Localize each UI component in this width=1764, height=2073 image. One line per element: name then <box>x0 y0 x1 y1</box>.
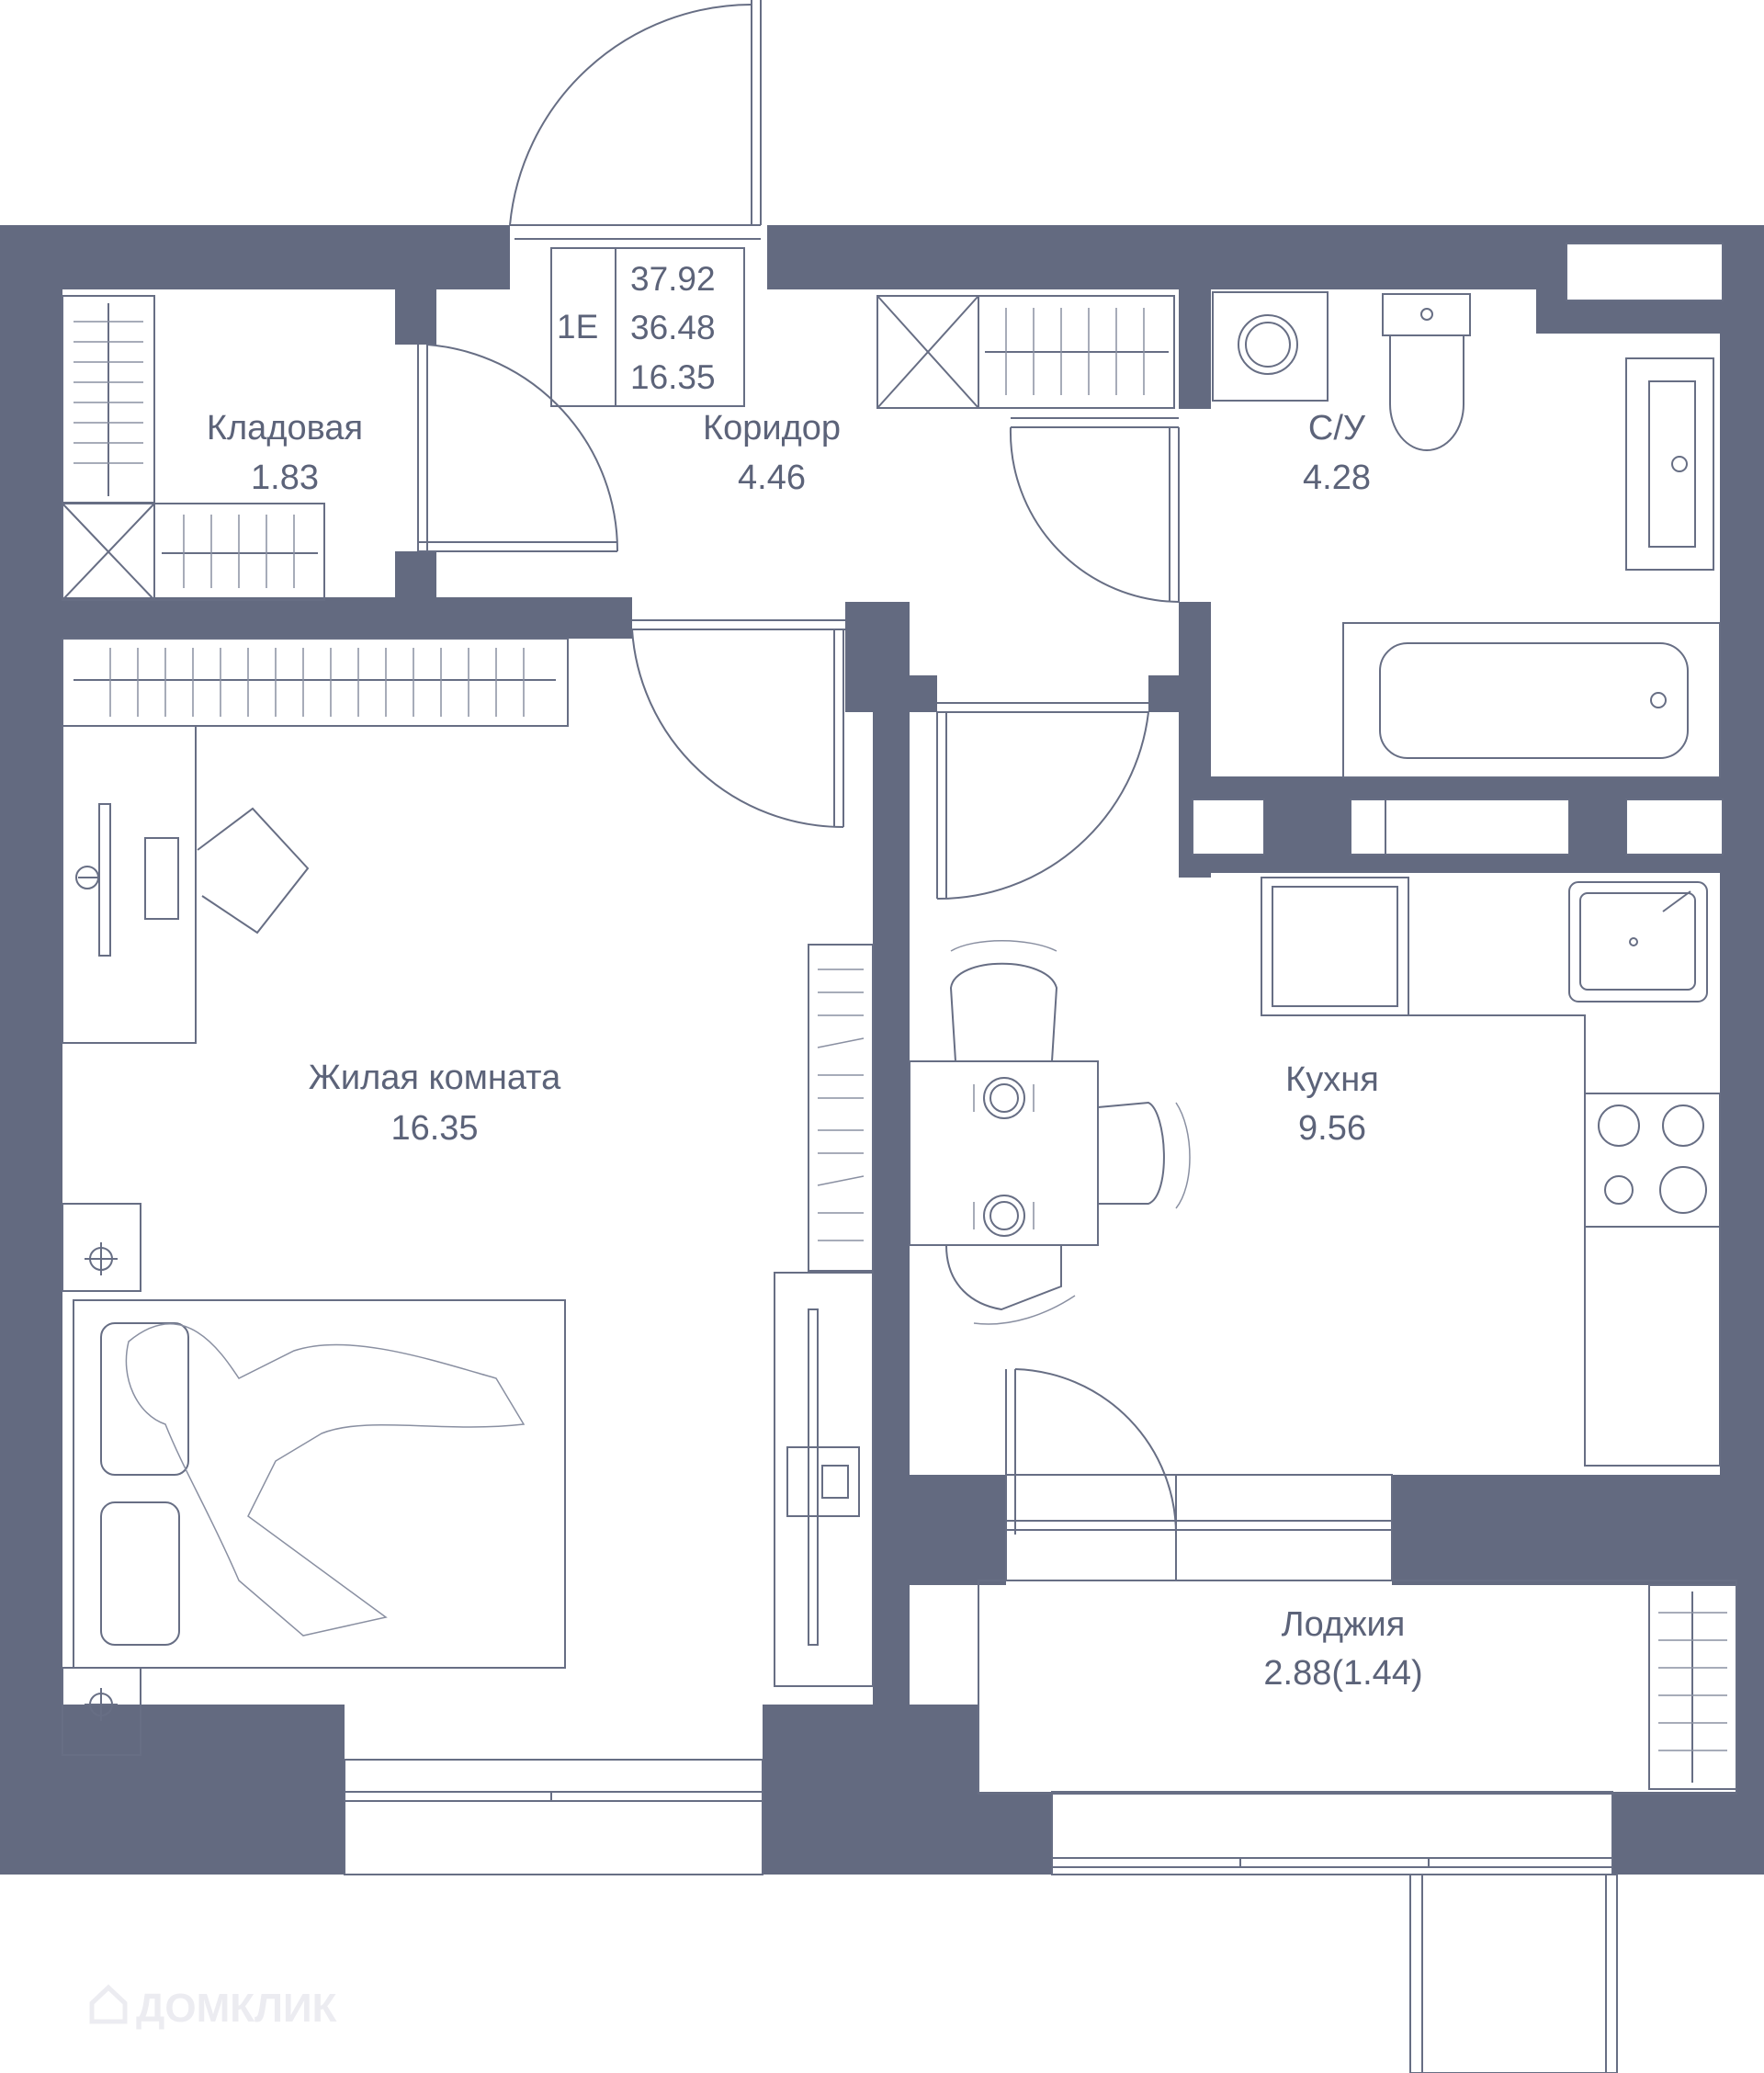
bathroom-fixtures <box>1212 291 1721 778</box>
apartment-type-label: 1E <box>557 308 598 346</box>
corridor-area: 4.46 <box>738 459 806 497</box>
watermark: ДОМКЛИК <box>89 1984 337 2031</box>
bathroom-area: 4.28 <box>1303 459 1371 497</box>
windows <box>344 243 1724 1875</box>
apartment-badge: 1E 37.92 36.48 16.35 <box>550 247 745 407</box>
doors <box>417 0 1180 1535</box>
corridor-name: Коридор <box>703 409 841 447</box>
loggia-name: Лоджия <box>1282 1605 1406 1644</box>
watermark-text: ДОМКЛИК <box>136 1986 337 2031</box>
storage-name: Кладовая <box>207 409 363 447</box>
storage-furniture <box>62 295 325 601</box>
kitchen-furniture <box>909 877 1721 1467</box>
loggia-area: 2.88(1.44) <box>1263 1654 1422 1693</box>
storage-area: 1.83 <box>251 459 319 497</box>
house-logo-icon <box>89 1984 128 2024</box>
corridor-furniture <box>876 295 1175 409</box>
living-total-area: 36.48 <box>630 309 716 346</box>
kitchen-name: Кухня <box>1285 1060 1379 1099</box>
room-area: 16.35 <box>630 358 716 396</box>
living-room-area: 16.35 <box>390 1109 478 1148</box>
kitchen-area: 9.56 <box>1298 1109 1366 1148</box>
bathroom-name: С/У <box>1308 409 1366 447</box>
total-area: 37.92 <box>630 260 716 298</box>
loggia-furniture <box>1648 1584 1737 1790</box>
living-room-name: Жилая комната <box>309 1059 561 1097</box>
living-room-furniture <box>62 638 874 1756</box>
room-labels: Кладовая 1.83 Коридор 4.46 С/У 4.28 Жила… <box>207 409 1423 1693</box>
